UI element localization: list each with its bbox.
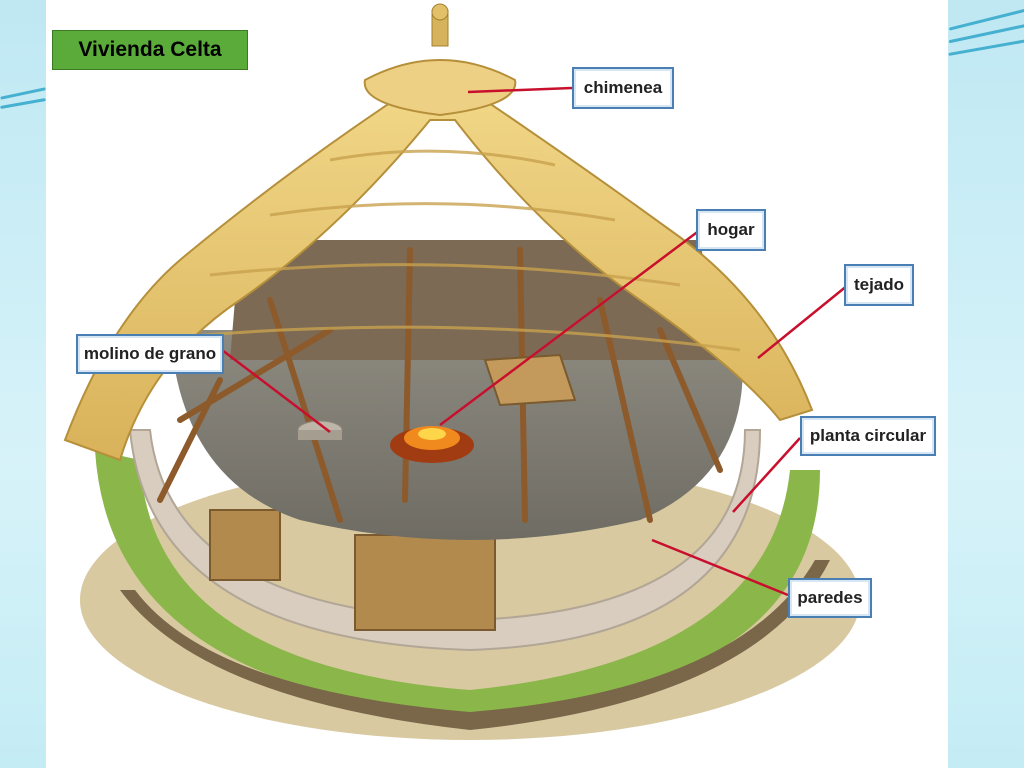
leader-molino bbox=[221, 349, 331, 433]
leader-paredes bbox=[651, 538, 789, 597]
wooden-table bbox=[483, 353, 577, 407]
label-planta-circular: planta circular bbox=[800, 416, 936, 456]
grass-ring bbox=[95, 450, 820, 715]
wave-decor bbox=[948, 39, 1024, 56]
grain-mill bbox=[297, 420, 343, 440]
leader-hogar bbox=[439, 229, 701, 426]
hearth-fire bbox=[390, 426, 474, 463]
right-decor-band bbox=[948, 0, 1024, 768]
slide-title: Vivienda Celta bbox=[52, 30, 248, 70]
chimney-cap bbox=[363, 59, 517, 117]
label-paredes: paredes bbox=[788, 578, 872, 618]
leader-chimenea bbox=[467, 86, 573, 94]
label-hogar: hogar bbox=[696, 209, 766, 251]
leader-lines bbox=[221, 86, 849, 597]
label-molino-de-grano: molino de grano bbox=[76, 334, 224, 374]
thatch-bands bbox=[149, 149, 741, 352]
chimney-knot bbox=[431, 3, 449, 21]
stone-wall bbox=[128, 429, 762, 652]
left-decor-band bbox=[0, 0, 46, 768]
label-tejado: tejado bbox=[844, 264, 914, 306]
slide-canvas bbox=[46, 0, 948, 768]
wattle-wall bbox=[209, 509, 281, 581]
earth-trench bbox=[120, 560, 830, 730]
wave-decor bbox=[0, 98, 46, 109]
wattle-wall bbox=[354, 534, 496, 631]
leader-tejado bbox=[757, 284, 849, 359]
wave-decor bbox=[0, 87, 46, 100]
interior-back-wall bbox=[230, 240, 720, 360]
label-chimenea: chimenea bbox=[572, 67, 674, 109]
thatch-roof bbox=[63, 68, 814, 462]
celtic-house-illustration bbox=[63, 3, 860, 740]
leader-planta bbox=[732, 437, 801, 513]
